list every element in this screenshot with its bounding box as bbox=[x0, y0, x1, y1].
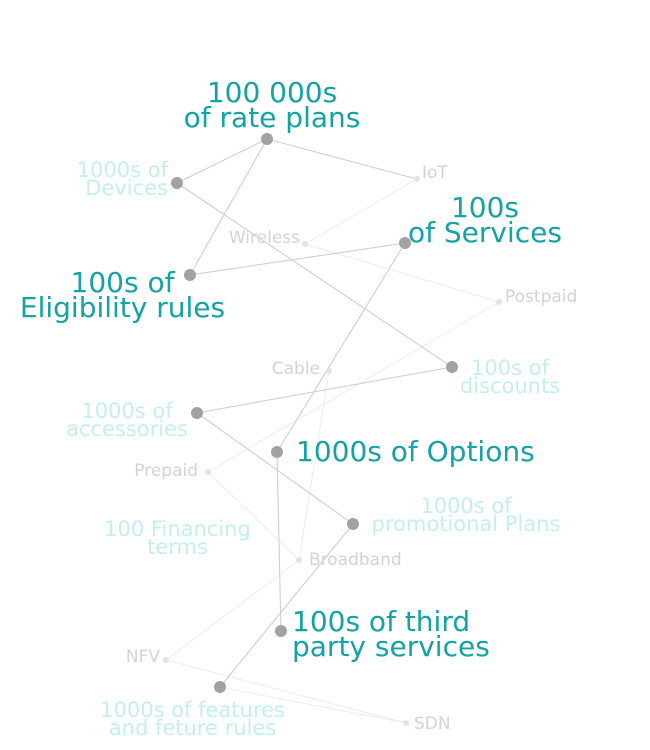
label-discounts-line1: 100s of bbox=[471, 356, 549, 380]
label-features-line2: and feture rules bbox=[108, 716, 277, 740]
label-services: 100s of Services bbox=[400, 191, 570, 249]
label-third-party-line1: 100s of third bbox=[292, 605, 471, 638]
edge-nfv-sdn bbox=[165, 659, 407, 724]
edge-accessories-promotional bbox=[196, 412, 354, 525]
label-financing: 100 Financing terms bbox=[100, 517, 255, 559]
edge-options-thirdparty bbox=[276, 451, 282, 632]
label-accessories-line2: accessories bbox=[66, 417, 188, 441]
label-promotional: 1000s of promotional Plans bbox=[366, 494, 566, 536]
label-wireless: Wireless bbox=[228, 228, 300, 248]
label-accessories-line1: 1000s of bbox=[81, 399, 173, 423]
label-third-party-line2: party services bbox=[292, 630, 490, 663]
label-features: 1000s of features and feture rules bbox=[90, 698, 295, 740]
label-nfv: NFV bbox=[125, 647, 160, 667]
main-nodes bbox=[171, 133, 458, 693]
label-promotional-line1: 1000s of bbox=[420, 494, 512, 518]
node-third-party bbox=[275, 625, 287, 637]
edge-devices-discounts bbox=[176, 182, 453, 368]
label-sdn: SDN bbox=[414, 714, 451, 734]
node-prepaid bbox=[205, 469, 211, 475]
label-prepaid: Prepaid bbox=[134, 461, 198, 481]
label-devices-line1: 1000s of bbox=[76, 158, 168, 182]
label-broadband: Broadband bbox=[309, 550, 402, 570]
edge-discounts-accessories bbox=[196, 366, 453, 414]
edge-cable-broadband bbox=[298, 370, 330, 561]
edge-rateplans-iot bbox=[266, 138, 418, 180]
edge-wireless-postpaid bbox=[304, 243, 500, 303]
node-eligibility bbox=[184, 269, 196, 281]
label-accessories: 1000s of accessories bbox=[62, 399, 192, 441]
label-financing-line2: terms bbox=[147, 535, 208, 559]
edge-rateplans-devices bbox=[176, 138, 268, 184]
label-cable: Cable bbox=[271, 359, 320, 379]
node-options bbox=[271, 446, 283, 458]
label-devices-line2: Devices bbox=[85, 176, 168, 200]
label-options-text: 1000s of Options bbox=[296, 435, 535, 468]
label-discounts: 100s of discounts bbox=[450, 356, 570, 398]
label-discounts-line2: discounts bbox=[459, 374, 561, 398]
node-discounts bbox=[446, 361, 458, 373]
edge-rateplans-eligibility bbox=[189, 138, 268, 276]
edge-eligibility-services bbox=[189, 242, 406, 276]
label-eligibility: 100s of Eligibility rules bbox=[10, 266, 235, 324]
label-iot: IoT bbox=[422, 163, 448, 183]
edge-services-options bbox=[276, 242, 406, 453]
label-options: 1000s of Options bbox=[296, 435, 535, 468]
edge-promotional-features bbox=[219, 523, 354, 688]
node-cable bbox=[326, 368, 332, 374]
node-rate-plans bbox=[261, 133, 273, 145]
label-postpaid: Postpaid bbox=[505, 287, 578, 307]
main-edges bbox=[176, 138, 453, 688]
node-services bbox=[399, 237, 411, 249]
label-features-line1: 1000s of features bbox=[100, 698, 285, 722]
label-rate-plans-line1: 100 000s bbox=[206, 76, 338, 109]
node-features bbox=[214, 681, 226, 693]
label-services-line2: of Services bbox=[408, 216, 562, 249]
node-accessories bbox=[191, 407, 203, 419]
edge-broadband-nfv bbox=[165, 559, 300, 661]
node-iot bbox=[414, 176, 420, 182]
label-promotional-line2: promotional Plans bbox=[371, 512, 561, 536]
label-third-party: 100s of third party services bbox=[292, 605, 490, 663]
node-postpaid bbox=[496, 299, 502, 305]
edge-postpaid-prepaid bbox=[207, 301, 500, 473]
label-eligibility-line1: 100s of bbox=[70, 266, 175, 299]
node-sdn bbox=[403, 720, 409, 726]
node-wireless bbox=[302, 241, 308, 247]
edge-iot-wireless bbox=[304, 178, 418, 245]
faint-edges bbox=[165, 178, 500, 724]
node-nfv bbox=[163, 657, 169, 663]
edge-features-sdn bbox=[219, 686, 407, 724]
node-devices bbox=[171, 177, 183, 189]
label-services-line1: 100s bbox=[450, 191, 520, 224]
label-financing-line1: 100 Financing bbox=[104, 517, 251, 541]
node-broadband bbox=[296, 557, 302, 563]
edge-prepaid-broadband bbox=[207, 471, 300, 561]
minor-nodes bbox=[163, 176, 502, 726]
label-rate-plans-line2: of rate plans bbox=[183, 101, 361, 134]
label-rate-plans: 100 000s of rate plans bbox=[172, 76, 372, 134]
label-devices: 1000s of Devices bbox=[40, 158, 168, 200]
label-eligibility-line2: Eligibility rules bbox=[19, 291, 226, 324]
node-promotional bbox=[347, 518, 359, 530]
